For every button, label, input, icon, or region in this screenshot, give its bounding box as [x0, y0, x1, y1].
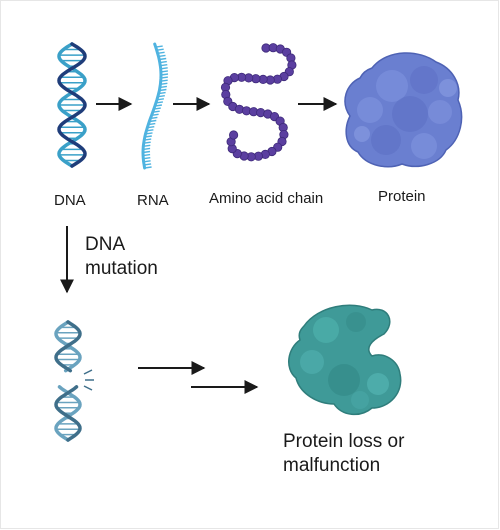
- label-protein-loss-line2: malfunction: [283, 455, 381, 476]
- rna-strand-icon: [141, 42, 169, 170]
- amino-acid-chain-icon: [220, 43, 297, 162]
- label-dna-mutation-line2: mutation: [85, 258, 158, 279]
- label-protein-loss-line1: Protein loss or: [283, 431, 405, 452]
- label-protein-loss: Protein loss or malfunction: [283, 430, 404, 478]
- mutation-break-mark: [83, 369, 94, 391]
- label-dna-mutation-line1: DNA: [85, 234, 126, 255]
- label-dna: DNA: [54, 192, 86, 209]
- label-amino-acid-chain: Amino acid chain: [209, 190, 324, 207]
- label-protein: Protein: [378, 188, 426, 205]
- folded-protein-icon: [344, 52, 463, 168]
- label-dna-mutation: DNA mutation: [85, 233, 158, 281]
- broken-dna-helix-icon: [54, 320, 82, 442]
- dna-double-helix-icon: [57, 42, 87, 168]
- misfolded-protein-icon: [288, 304, 402, 416]
- label-rna: RNA: [137, 192, 169, 209]
